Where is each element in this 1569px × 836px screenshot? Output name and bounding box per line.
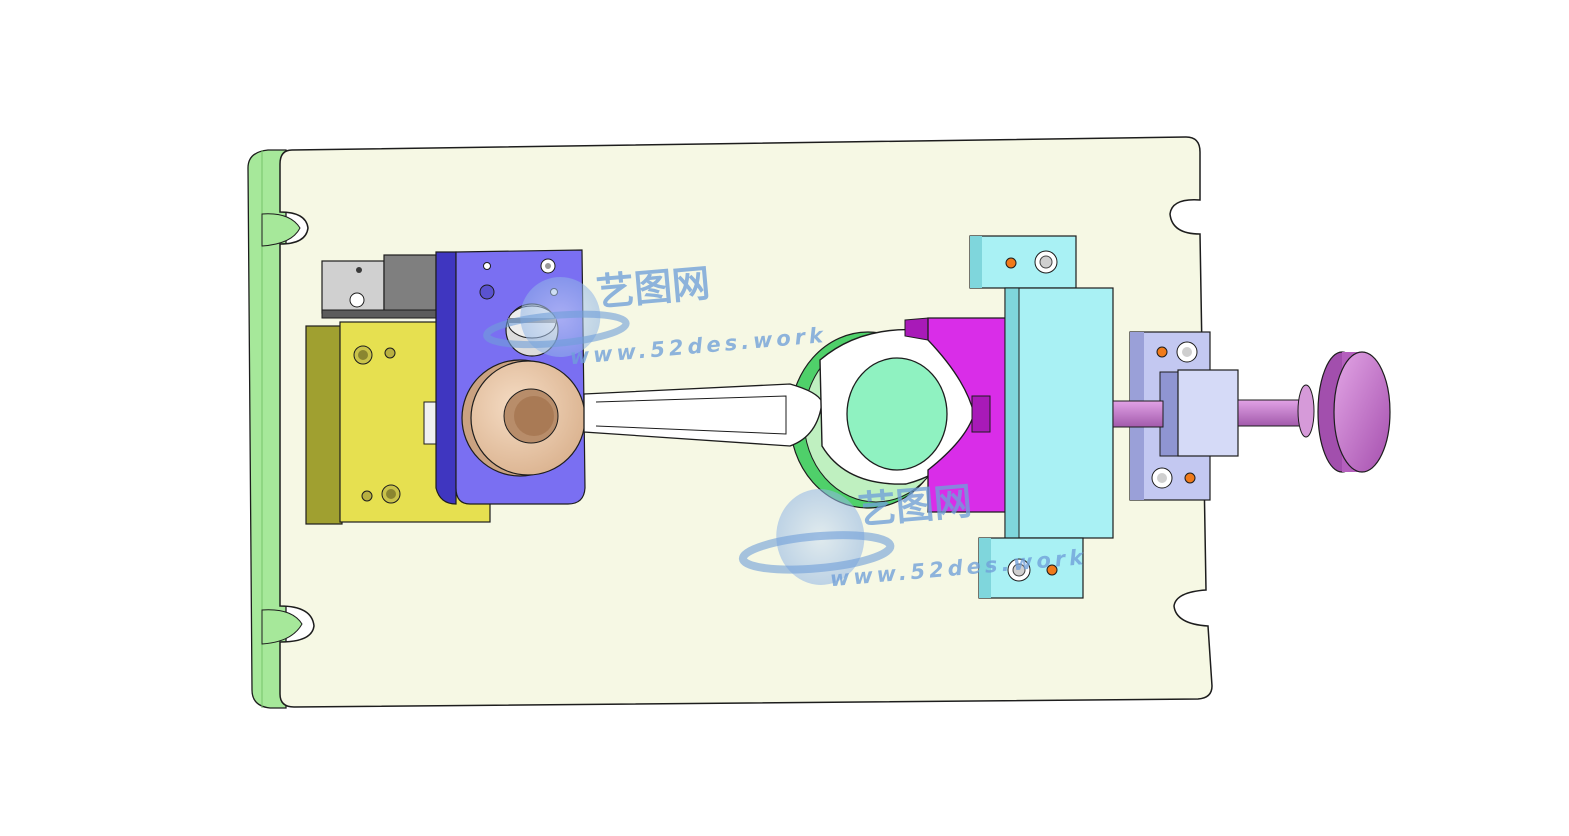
v-block [904, 317, 1007, 513]
clamp-bracket [321, 254, 437, 319]
cam [461, 359, 586, 477]
slide-body [969, 235, 1114, 599]
watermark-brand: 艺图网 [856, 479, 973, 533]
knob [1317, 351, 1391, 473]
screw-rod [1112, 384, 1315, 438]
connecting-rod [583, 328, 975, 509]
watermark-brand: 艺图网 [594, 261, 711, 315]
